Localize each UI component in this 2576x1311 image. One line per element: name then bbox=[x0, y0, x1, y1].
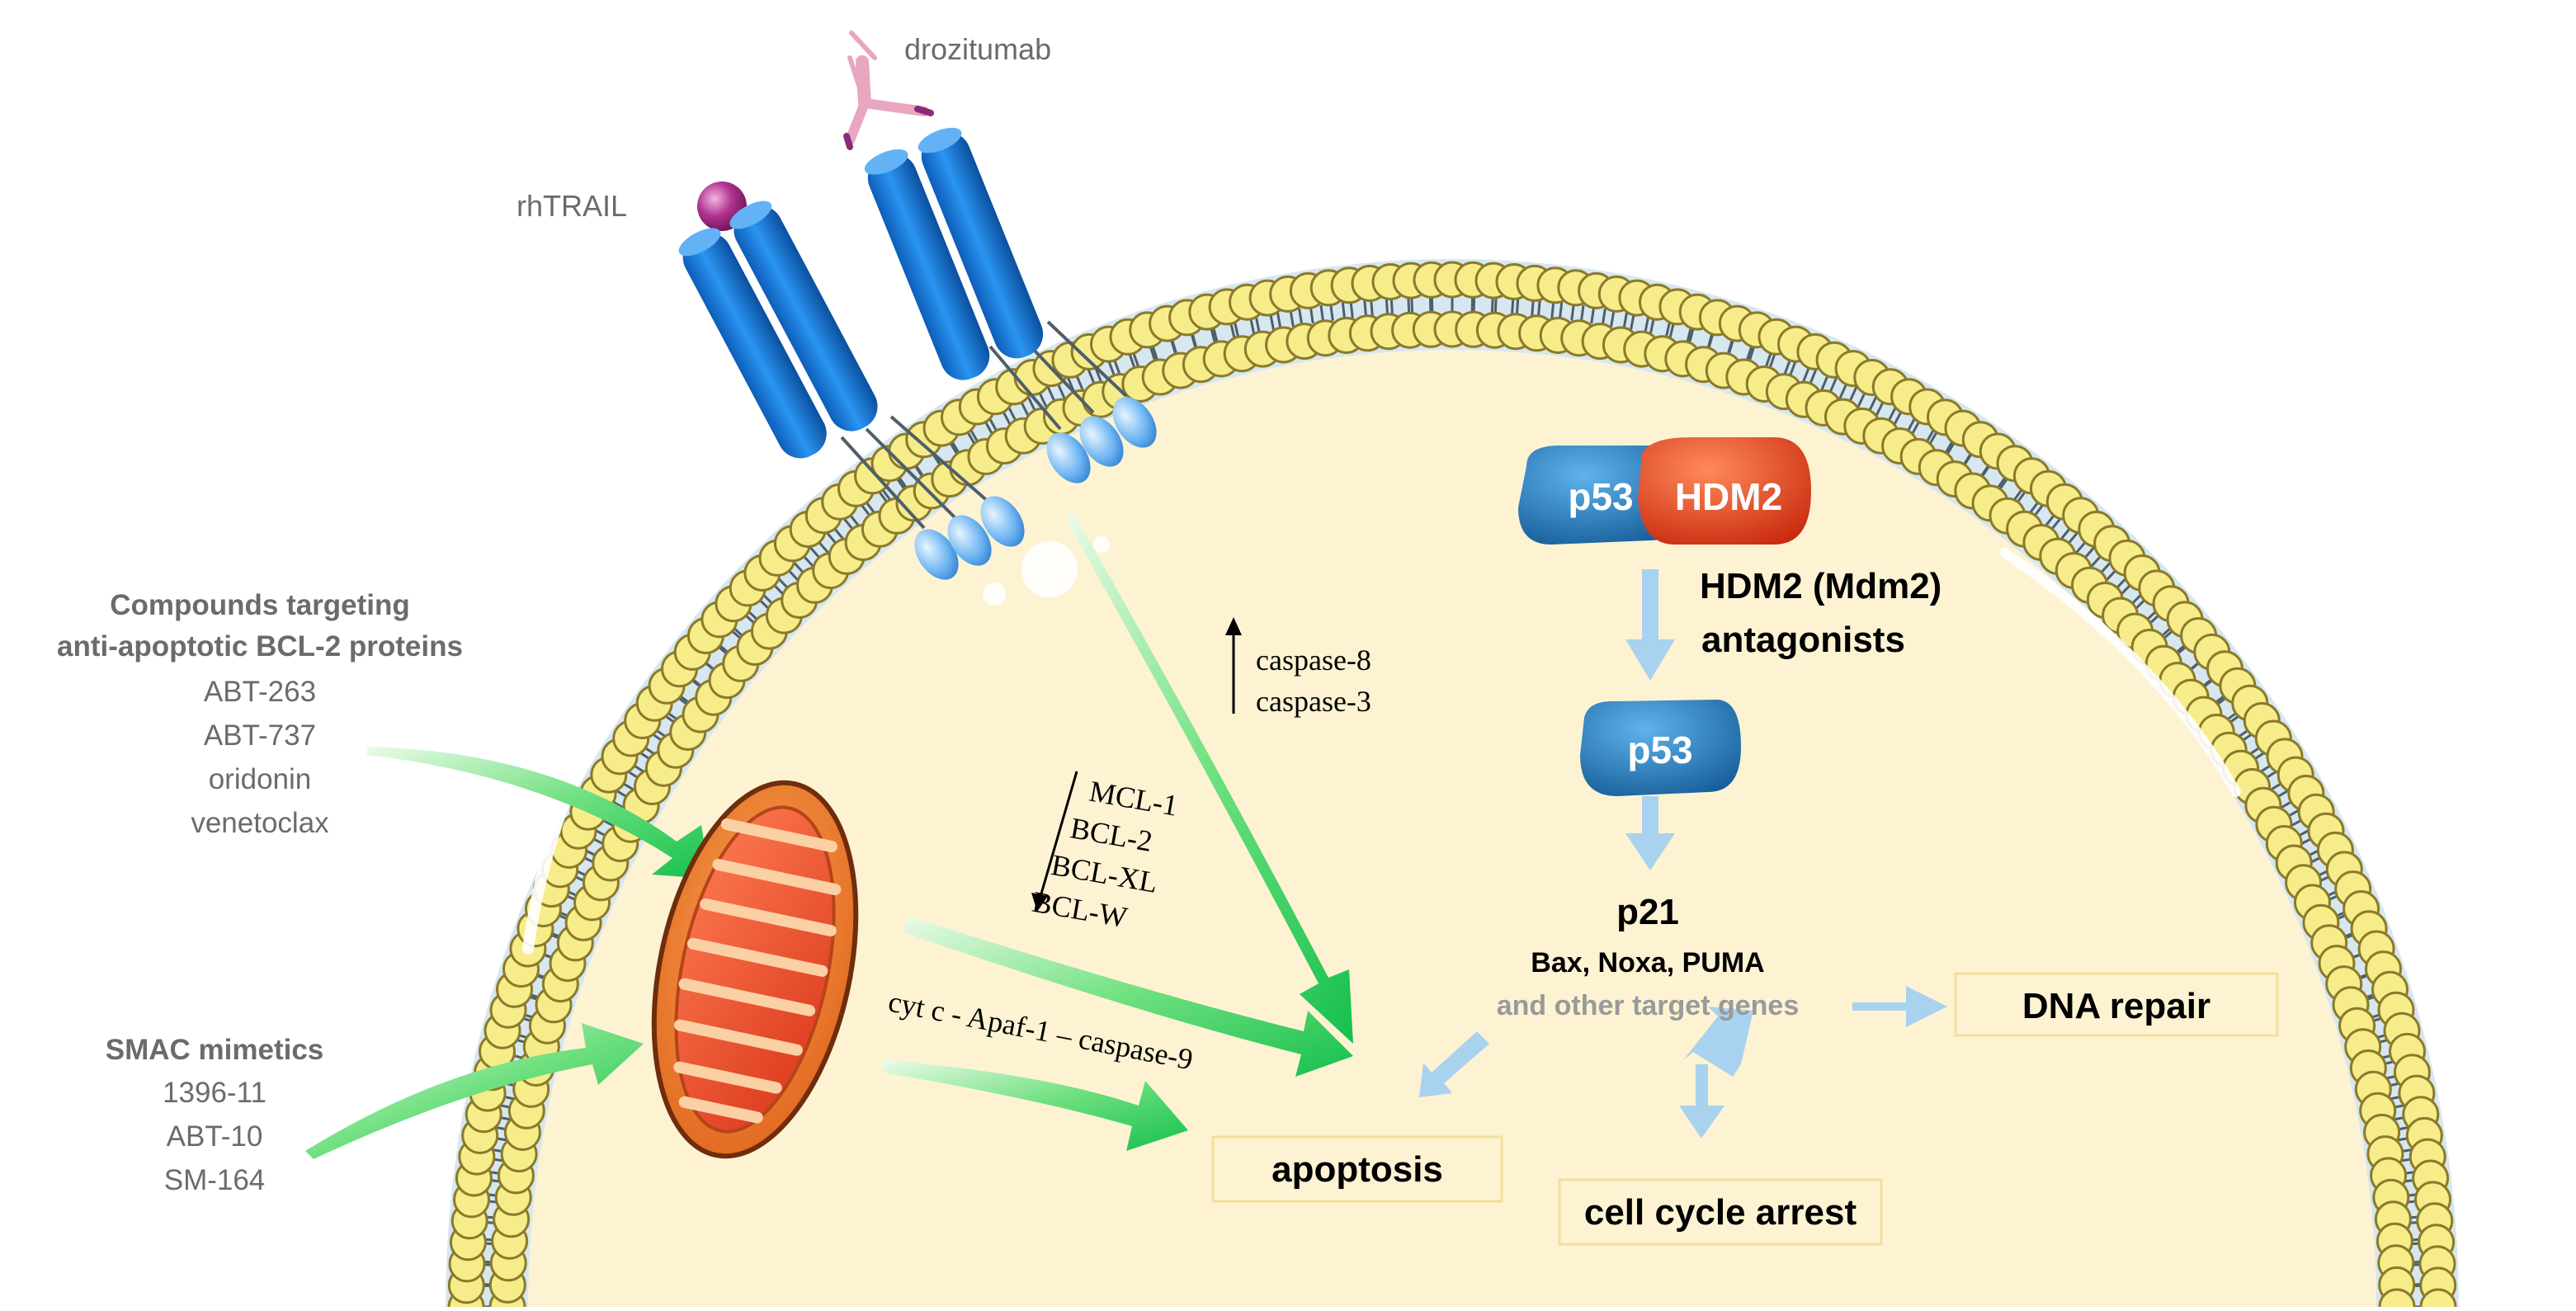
lipid-tail bbox=[1365, 300, 1366, 316]
vesicle bbox=[1021, 541, 1078, 597]
vesicle bbox=[983, 582, 1006, 606]
lipid-tail bbox=[1342, 303, 1344, 318]
lipid-tail bbox=[1371, 300, 1373, 316]
vesicle bbox=[1093, 536, 1110, 553]
bcl2-compound: ABT-737 bbox=[204, 719, 316, 752]
hdm2-antagonists-label: antagonists bbox=[1701, 620, 1905, 660]
lipid-tail bbox=[1408, 297, 1409, 313]
lipid-tail bbox=[1539, 300, 1540, 316]
lipid-tail bbox=[1386, 299, 1387, 314]
bcl2-compound: ABT-263 bbox=[204, 676, 316, 708]
smac-compound: 1396-11 bbox=[163, 1077, 267, 1109]
caspase-label: caspase-3 bbox=[1256, 685, 1371, 718]
hdm2-antagonists-label: HDM2 (Mdm2) bbox=[1700, 566, 1941, 606]
target-genes-label: Bax, Noxa, PUMA bbox=[1531, 947, 1764, 979]
other-targets-label: and other target genes bbox=[1497, 990, 1800, 1021]
cell-cycle-arrest-label: cell cycle arrest bbox=[1584, 1192, 1857, 1233]
lipid-tail bbox=[1391, 299, 1392, 314]
bcl2-heading-line2: anti-apoptotic BCL-2 proteins bbox=[57, 630, 463, 663]
apoptosis-label: apoptosis bbox=[1271, 1149, 1443, 1190]
p53-complex-label: p53 bbox=[1568, 475, 1633, 518]
caspase-label: caspase-8 bbox=[1256, 644, 1371, 677]
smac-compound: SM-164 bbox=[164, 1164, 266, 1196]
lipid-tail bbox=[1412, 298, 1413, 314]
p21-label: p21 bbox=[1616, 892, 1679, 932]
bcl2-compound: venetoclax bbox=[191, 807, 329, 839]
drozitumab-label: drozitumab bbox=[904, 32, 1051, 66]
smac-heading: SMAC mimetics bbox=[106, 1034, 324, 1066]
bcl2-compound: oridonin bbox=[209, 763, 312, 795]
lipid-tail bbox=[1351, 303, 1352, 318]
rhtrail-label: rhTRAIL bbox=[517, 189, 627, 223]
p53-label: p53 bbox=[1627, 729, 1692, 771]
lipid-tail bbox=[1495, 297, 1496, 313]
smac-compound: ABT-10 bbox=[167, 1120, 263, 1153]
lipid-tail bbox=[1552, 303, 1554, 318]
lipid-tail bbox=[1492, 298, 1493, 314]
hdm2-label: HDM2 bbox=[1675, 475, 1782, 518]
lipid-tail bbox=[1560, 303, 1562, 318]
lipid-tail bbox=[1512, 299, 1513, 314]
dna-repair-label: DNA repair bbox=[2022, 986, 2210, 1026]
bcl2-heading-line1: Compounds targeting bbox=[110, 589, 410, 621]
lipid-tail bbox=[1532, 300, 1534, 316]
